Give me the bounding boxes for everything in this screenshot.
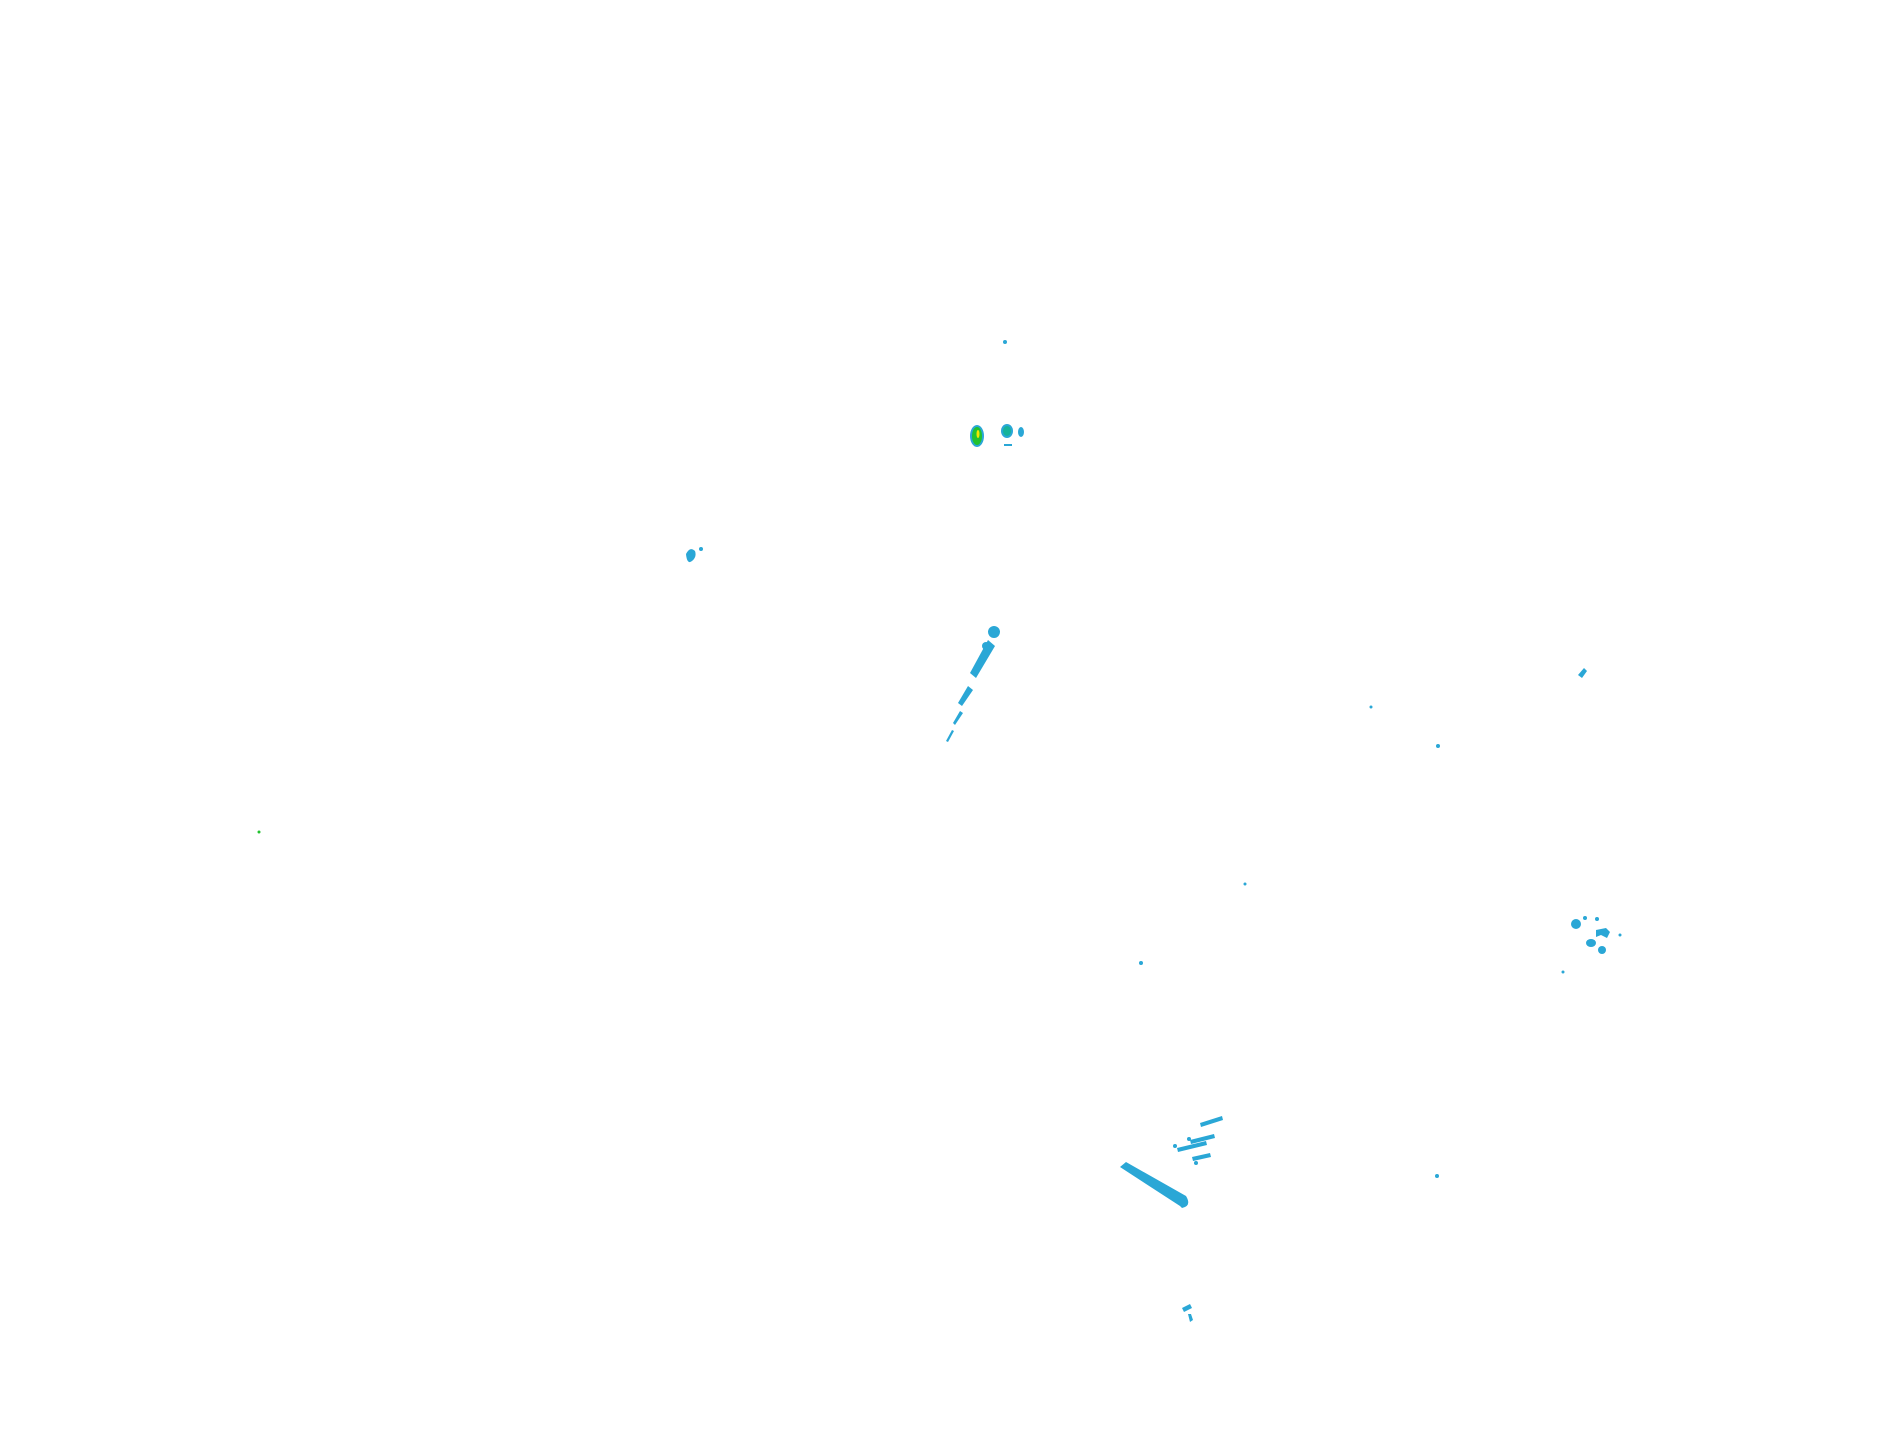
echo-cell bbox=[1001, 424, 1024, 446]
echo-cell bbox=[1182, 1304, 1193, 1322]
echo-cell bbox=[257, 830, 261, 834]
echo-cell bbox=[1435, 1174, 1439, 1178]
echo-cell bbox=[1120, 1116, 1223, 1208]
echo-cell bbox=[686, 547, 703, 563]
echo-cell bbox=[1561, 916, 1622, 974]
echo-cell bbox=[946, 626, 1000, 742]
echo-cell bbox=[1003, 340, 1007, 344]
echo-cell bbox=[970, 425, 984, 447]
echo-cell bbox=[1139, 668, 1587, 965]
